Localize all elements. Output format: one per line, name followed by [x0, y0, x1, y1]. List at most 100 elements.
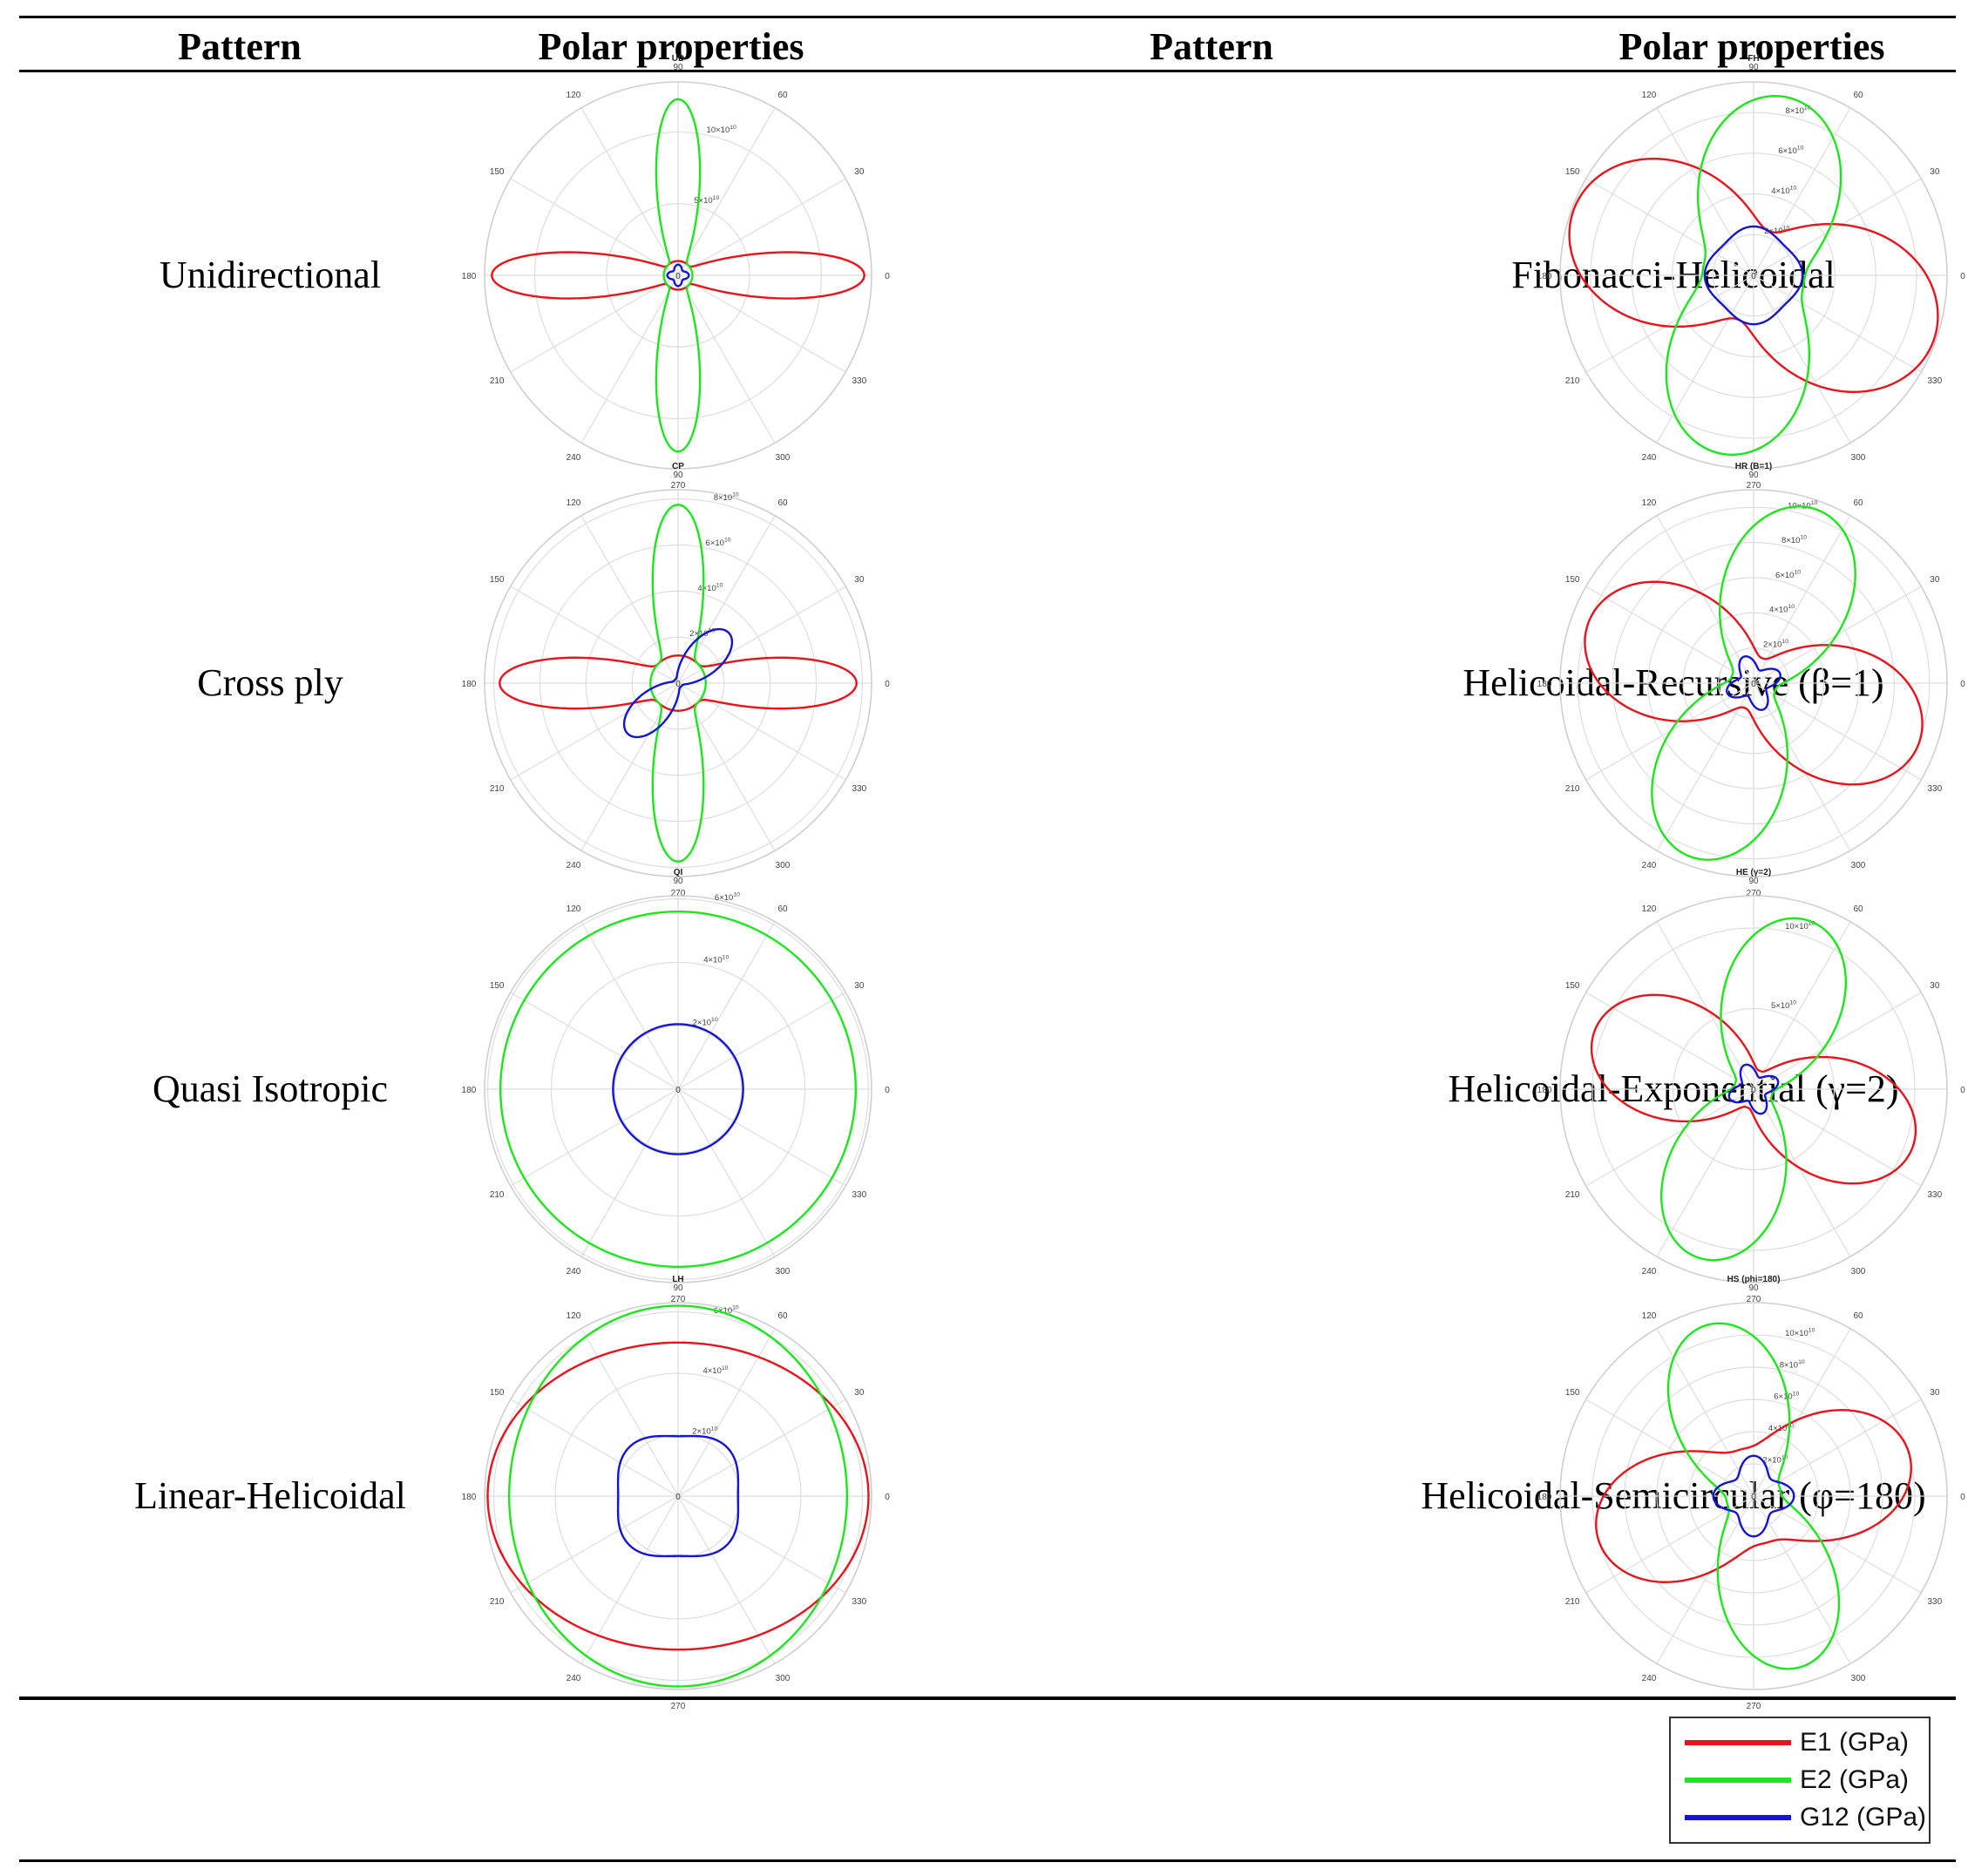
grid-spoke: [1753, 274, 1922, 373]
angle-tick-label: 210: [490, 1597, 505, 1607]
radial-tick-label: 6×1010: [1778, 146, 1803, 156]
polar-plot-cp: 0306090120150180210240270300330CP02×1010…: [462, 462, 891, 898]
series-e1-curve: [1584, 580, 1924, 786]
radial-zero-label: 0: [1751, 680, 1756, 689]
grid-spoke: [677, 1399, 846, 1497]
header-pattern-right: Pattern: [1150, 25, 1273, 68]
grid-spoke: [1753, 1328, 1851, 1497]
legend-label-g12: G12 (GPa): [1800, 1803, 1927, 1832]
radial-zero-label: 0: [1751, 1086, 1756, 1095]
angle-tick-label: 0: [885, 272, 890, 281]
polar-plot-fh: 0306090120150180210240270300330FH02×1010…: [1537, 54, 1966, 491]
grid-spoke: [677, 178, 846, 276]
legend-label-e2: E2 (GPa): [1800, 1765, 1910, 1794]
series-e2-curve: [655, 98, 702, 453]
plot-title: HS (phi=180): [1727, 1275, 1781, 1284]
radial-tick-label: 8×1010: [1785, 105, 1810, 116]
grid-spoke: [1656, 274, 1754, 444]
grid-spoke: [677, 1495, 776, 1664]
series-g12-curve: [1712, 1454, 1795, 1538]
angle-tick-label: 150: [1565, 1388, 1580, 1398]
angle-tick-label: 60: [1853, 498, 1863, 508]
angle-tick-label: 240: [567, 861, 581, 870]
radial-tick-label: 6×1010: [706, 538, 731, 548]
grid-spoke: [510, 274, 679, 373]
angle-tick-label: 0: [885, 1493, 890, 1502]
grid-spoke: [1753, 178, 1922, 276]
angle-tick-label: 300: [1851, 453, 1866, 463]
grid-spoke: [677, 992, 846, 1090]
grid-spoke: [1585, 992, 1754, 1090]
angle-tick-label: 120: [567, 904, 581, 914]
grid-spoke: [1656, 682, 1754, 851]
grid-spoke: [1753, 1495, 1922, 1594]
angle-tick-label: 120: [1642, 1311, 1657, 1321]
radial-tick-label: 2×1010: [693, 1017, 718, 1027]
angle-tick-label: 180: [1537, 1086, 1552, 1095]
angle-tick-label: 0: [1960, 680, 1965, 689]
grid-spoke: [677, 1495, 846, 1594]
angle-tick-label: 210: [1565, 376, 1580, 386]
radial-zero-label: 0: [1751, 272, 1756, 281]
angle-tick-label: 270: [671, 1295, 686, 1304]
angle-tick-label: 120: [1642, 91, 1657, 100]
series-e1-curve: [1590, 993, 1917, 1185]
series-g12-curve: [612, 1023, 744, 1155]
series-e1-curve: [1595, 1409, 1912, 1583]
series-e2-curve: [1659, 917, 1848, 1262]
angle-tick-label: 330: [852, 1190, 867, 1200]
angle-tick-label: 0: [885, 1086, 890, 1095]
series-e1-curve: [491, 251, 865, 300]
legend-swatch-e1: [1685, 1740, 1791, 1745]
series-g12-curve: [1727, 1063, 1780, 1115]
angle-tick-label: 0: [1960, 272, 1965, 281]
angle-tick-label: 330: [852, 376, 867, 386]
radial-tick-label: 6×1010: [714, 1305, 739, 1316]
grid-spoke: [1753, 1399, 1922, 1497]
angle-tick-label: 30: [854, 167, 865, 177]
series-e1-curve: [486, 1341, 870, 1651]
radial-tick-label: 5×1010: [694, 195, 719, 206]
plot-title: UD: [672, 54, 684, 64]
angle-tick-label: 90: [1748, 471, 1759, 480]
angle-tick-label: 30: [854, 575, 865, 585]
angle-tick-label: 210: [490, 784, 505, 794]
angle-tick-label: 90: [673, 877, 683, 886]
radial-zero-label: 0: [1751, 1493, 1756, 1502]
angle-tick-label: 120: [567, 91, 581, 100]
angle-tick-label: 270: [671, 889, 686, 898]
angle-tick-label: 60: [777, 904, 788, 914]
legend-entry-g12: G12 (GPa): [1671, 1800, 1929, 1835]
angle-tick-label: 60: [1853, 904, 1863, 914]
radial-zero-label: 0: [675, 1493, 681, 1502]
plot-title: CP: [672, 462, 684, 471]
radial-tick-label: 10×1010: [1785, 921, 1815, 931]
angle-tick-label: 150: [490, 981, 505, 991]
table-header-rule: [19, 70, 1956, 72]
pattern-name: Linear-Helicoidal: [134, 1474, 406, 1517]
legend-swatch-g12: [1685, 1815, 1791, 1820]
polar-plot-ud: 0306090120150180210240270300330UD05×1010…: [462, 54, 891, 491]
angle-tick-label: 120: [567, 498, 581, 508]
radial-tick-label: 2×1010: [692, 1426, 717, 1436]
radial-zero-label: 0: [675, 680, 681, 689]
pattern-name: Quasi Isotropic: [152, 1067, 389, 1110]
angle-tick-label: 150: [1565, 981, 1580, 991]
angle-tick-label: 240: [1642, 861, 1657, 870]
angle-tick-label: 30: [1930, 575, 1940, 585]
grid-spoke: [677, 274, 846, 373]
angle-tick-label: 270: [1747, 889, 1761, 898]
series-g12-curve: [666, 263, 690, 288]
angle-tick-label: 300: [1851, 1674, 1866, 1683]
angle-tick-label: 210: [1565, 1597, 1580, 1607]
grid-spoke: [1753, 921, 1851, 1090]
angle-tick-label: 30: [854, 1388, 865, 1398]
grid-spoke: [580, 274, 679, 444]
grid-spoke: [510, 178, 679, 276]
angle-tick-label: 60: [1853, 91, 1863, 100]
angle-tick-label: 90: [673, 1283, 683, 1293]
angle-tick-label: 300: [776, 1674, 791, 1683]
angle-tick-label: 30: [1930, 1388, 1940, 1398]
